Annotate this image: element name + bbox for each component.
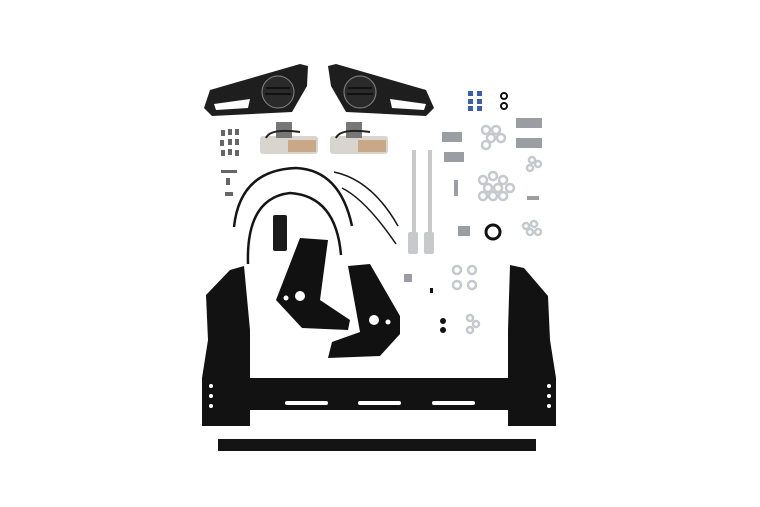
indicator-lamp-left [260,122,318,154]
threaded-rods [408,150,434,254]
fog-bezel-left [204,64,308,116]
hardware-fasteners [404,91,543,335]
small-bracket [273,215,287,251]
fog-bezel-right [328,64,434,116]
wiring-cables [232,166,399,265]
side-brackets [276,238,400,358]
clips [220,129,239,196]
indicator-lamp-right [330,122,388,154]
lower-bar [218,439,536,451]
